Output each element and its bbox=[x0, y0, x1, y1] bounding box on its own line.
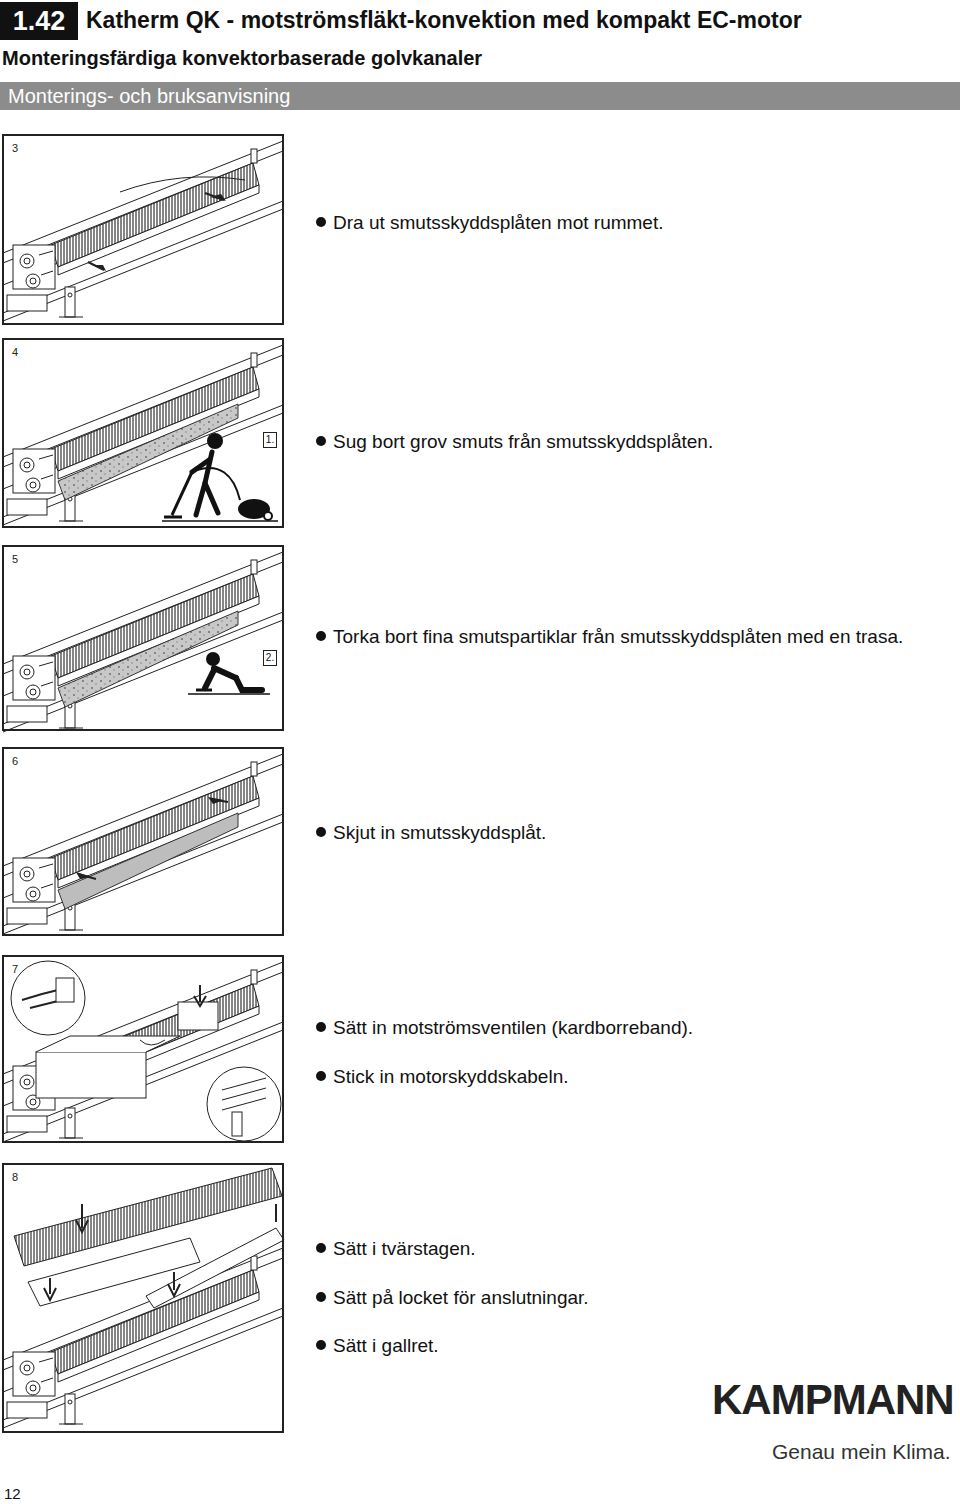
step-panel: 8 bbox=[2, 1163, 284, 1433]
label-wrap: Sätt i tvärstagen. bbox=[333, 1236, 955, 1261]
section-band: Monterings- och bruksanvisning bbox=[0, 82, 960, 110]
label-wrap: Torka bort fina smutspartiklar från smut… bbox=[333, 624, 955, 649]
label-wrap: Sätt in motströmsventilen (kardborreband… bbox=[333, 1015, 955, 1040]
label-wrap: Monteringsfärdiga konvektorbaserade golv… bbox=[2, 45, 482, 71]
instruction-text: Sug bort grov smuts från smutsskyddsplåt… bbox=[333, 429, 955, 454]
label-wrap: Genau mein Klima. bbox=[772, 1438, 951, 1465]
label-wrap: Skjut in smutsskyddsplåt. bbox=[333, 820, 955, 845]
step-panel: 4 1. bbox=[2, 338, 284, 528]
label-wrap: Sug bort grov smuts från smutsskyddsplåt… bbox=[333, 429, 955, 454]
label-wrap: Dra ut smutsskyddsplåten mot rummet. bbox=[333, 210, 955, 235]
label-wrap: KAMPMANN bbox=[712, 1372, 954, 1427]
substep-box: 2. bbox=[263, 650, 277, 666]
step-number: 7 bbox=[12, 963, 18, 975]
step-panel: 5 2. bbox=[2, 545, 284, 731]
step-panel: 7 bbox=[2, 955, 284, 1143]
brand-slogan: Genau mein Klima. bbox=[772, 1438, 951, 1465]
instruction-text: Sätt på locket för anslutningar. bbox=[333, 1285, 955, 1310]
step-number: 5 bbox=[12, 553, 18, 565]
brand-logo: KAMPMANN bbox=[712, 1372, 954, 1427]
step-panel: 6 bbox=[2, 747, 284, 936]
instruction-text: Sätt i gallret. bbox=[333, 1333, 955, 1358]
instruction-text: Stick in motorskyddskabeln. bbox=[333, 1064, 955, 1089]
page-title: Katherm QK - motströmsfläkt-konvektion m… bbox=[86, 5, 802, 35]
box-text: Monterings- och bruksanvisning bbox=[8, 85, 290, 108]
step-number: 8 bbox=[12, 1171, 18, 1183]
box-text: 2. bbox=[266, 652, 274, 664]
section-number: 1.42 bbox=[0, 2, 78, 40]
label-wrap: Sätt på locket för anslutningar. bbox=[333, 1285, 955, 1310]
instruction-text: Skjut in smutsskyddsplåt. bbox=[333, 820, 955, 845]
page-number: 12 bbox=[4, 1484, 21, 1504]
instruction-text: Sätt in motströmsventilen (kardborreband… bbox=[333, 1015, 955, 1040]
box-text: 1.42 bbox=[13, 6, 66, 37]
instruction-text: Dra ut smutsskyddsplåten mot rummet. bbox=[333, 210, 955, 235]
label-wrap: Sätt i gallret. bbox=[333, 1333, 955, 1358]
instruction-text: Sätt i tvärstagen. bbox=[333, 1236, 955, 1261]
instruction-text: Torka bort fina smutspartiklar från smut… bbox=[333, 624, 955, 649]
subtitle: Monteringsfärdiga konvektorbaserade golv… bbox=[2, 45, 482, 71]
step-number: 4 bbox=[12, 346, 18, 358]
title-wrap: Katherm QK - motströmsfläkt-konvektion m… bbox=[86, 5, 802, 35]
substep-box: 1. bbox=[263, 432, 277, 448]
step-panel: 3 bbox=[2, 134, 284, 325]
box-text: 1. bbox=[266, 434, 274, 446]
label-wrap: 12 bbox=[4, 1484, 21, 1504]
step-number: 3 bbox=[12, 142, 18, 154]
step-number: 6 bbox=[12, 755, 18, 767]
label-wrap: Stick in motorskyddskabeln. bbox=[333, 1064, 955, 1089]
